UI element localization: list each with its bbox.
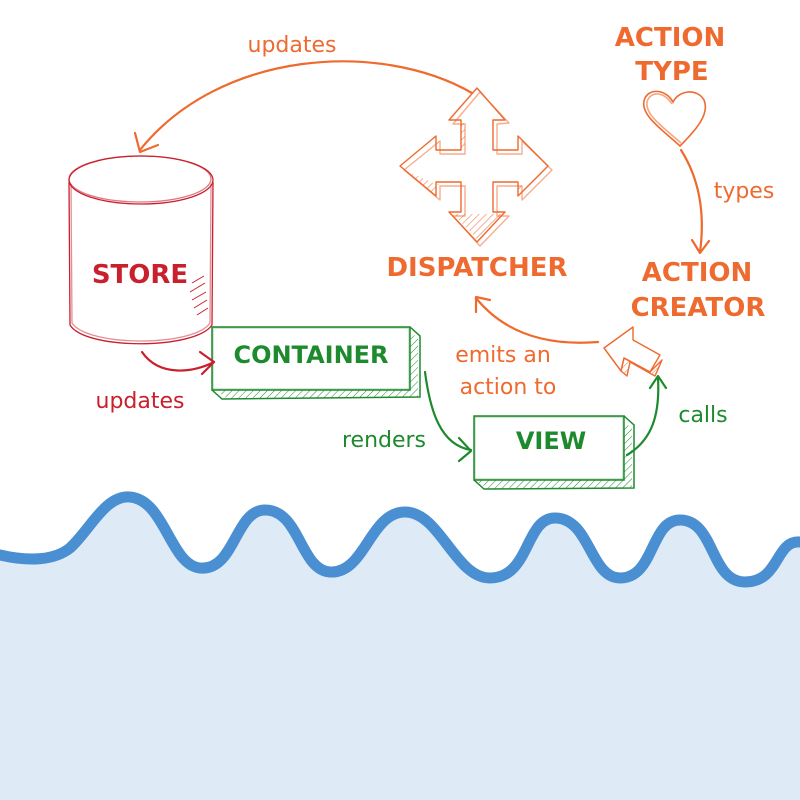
container-box-icon — [211, 326, 421, 400]
water-wave — [0, 491, 800, 800]
heart-icon — [642, 90, 707, 148]
action-type-label-line1: ACTION — [615, 23, 725, 53]
edge-label-updates-store: updates — [96, 389, 185, 414]
dispatcher-label: DISPATCHER — [386, 253, 567, 283]
view-box-icon — [473, 415, 635, 490]
edge-dispatcher-to-store: updates — [133, 33, 474, 154]
action-creator-node: ACTION CREATOR — [603, 258, 766, 377]
container-label: CONTAINER — [233, 341, 388, 369]
edge-label-emits-line2: action to — [460, 375, 557, 400]
edge-label-updates-top: updates — [248, 33, 337, 58]
cylinder-icon — [68, 155, 214, 345]
edge-action-type-to-action-creator: types — [679, 148, 775, 255]
view-node: VIEW — [473, 415, 635, 490]
edge-label-types: types — [714, 179, 775, 204]
action-creator-label-line1: ACTION — [642, 258, 752, 288]
water-line — [0, 491, 800, 588]
action-type-node: ACTION TYPE — [615, 23, 725, 148]
water-fill — [0, 496, 800, 800]
edge-label-renders: renders — [342, 428, 426, 453]
action-creator-label-line2: CREATOR — [631, 293, 766, 323]
store-label: STORE — [92, 260, 188, 290]
edge-label-calls: calls — [678, 403, 727, 428]
store-node: STORE — [68, 155, 214, 345]
edge-action-creator-to-dispatcher: emits an action to — [455, 295, 600, 400]
edge-label-emits-line1: emits an — [455, 343, 551, 368]
four-way-arrows-icon — [399, 87, 553, 247]
container-node: CONTAINER — [211, 326, 421, 400]
cursor-arrow-icon — [603, 326, 663, 377]
edge-store-to-container: updates — [96, 350, 216, 414]
action-type-label-line2: TYPE — [635, 57, 708, 87]
edge-view-to-action-creator: calls — [625, 374, 728, 457]
dispatcher-node: DISPATCHER — [386, 87, 568, 283]
edge-container-to-view: renders — [342, 370, 473, 463]
view-label: VIEW — [516, 427, 586, 455]
